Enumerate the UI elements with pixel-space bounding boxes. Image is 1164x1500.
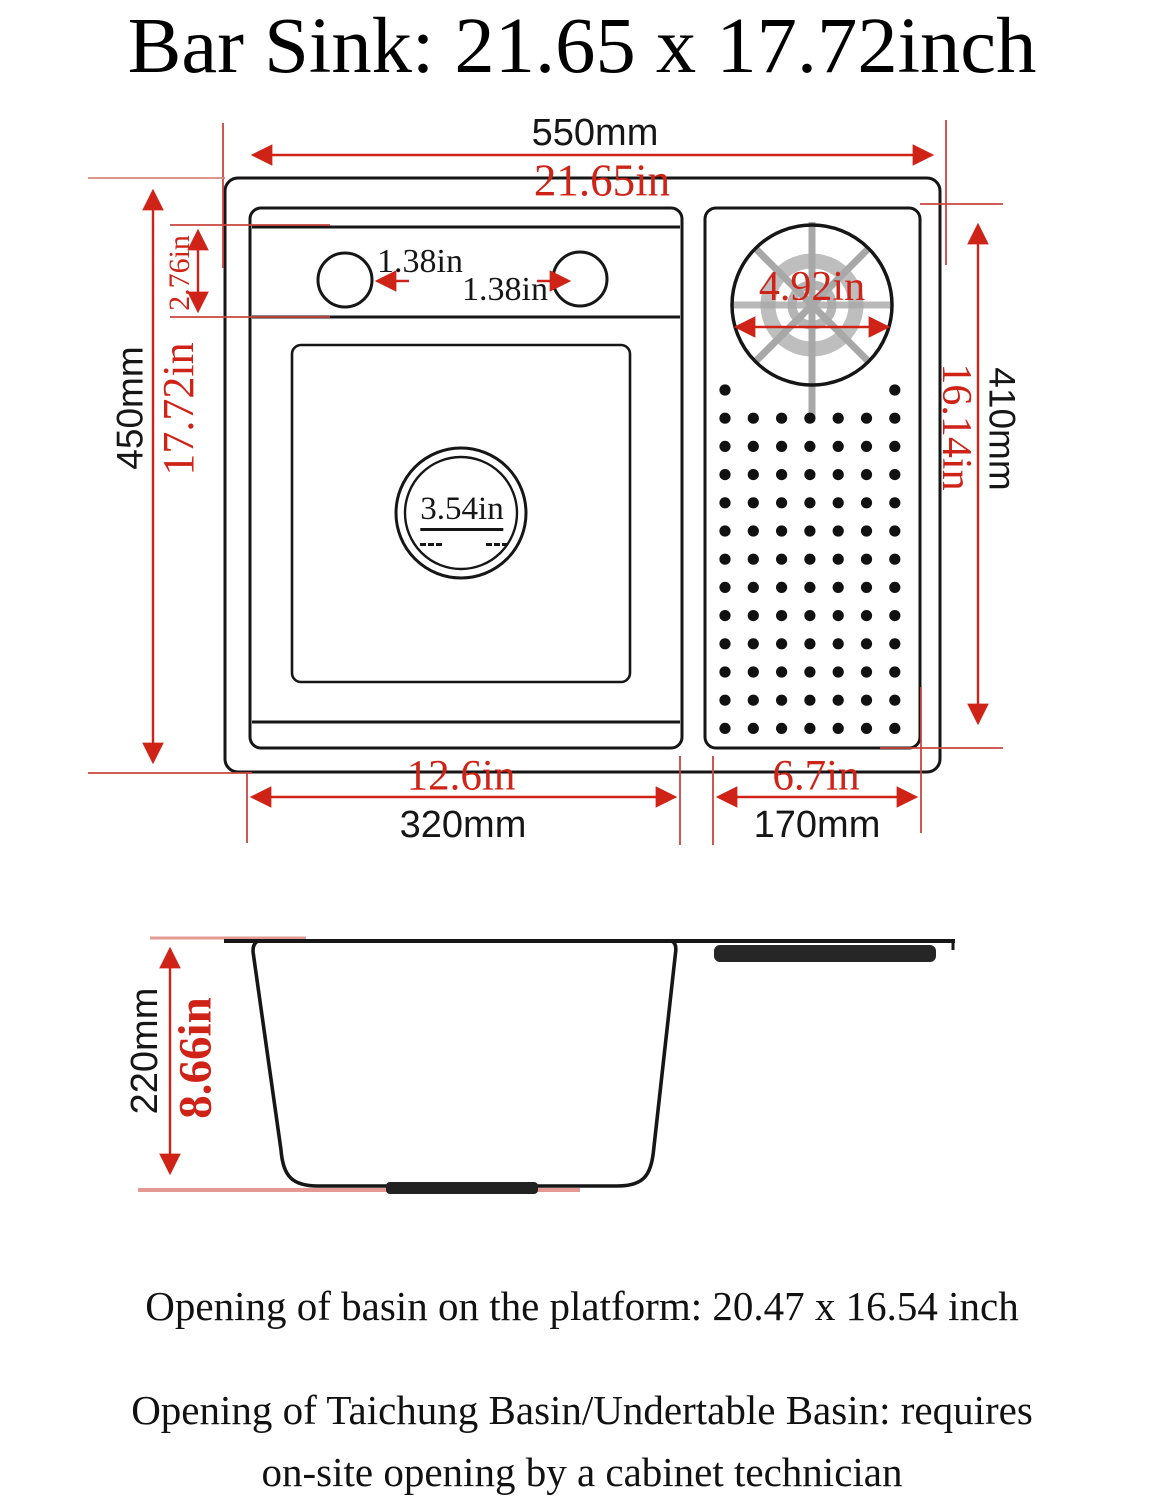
- drain-stub: [386, 1182, 538, 1194]
- label-faucet-hole-left: 1.38in: [377, 243, 463, 280]
- extension-lines: [88, 120, 1003, 845]
- faucet-hole-left: [316, 251, 374, 309]
- label-deck-depth-in: 2.76in: [163, 235, 196, 311]
- label-overall-depth-mm: 450mm: [109, 346, 151, 470]
- cup-rinser-outline: [730, 223, 894, 387]
- page-title: Bar Sink: 21.65 x 17.72inch: [127, 3, 1037, 90]
- drainboard-compartment: [703, 206, 922, 750]
- drainboard-ledge: [714, 945, 936, 962]
- label-basin-width-mm: 320mm: [399, 804, 527, 846]
- cup-rinser: [731, 222, 893, 418]
- top-view-drawing: [223, 176, 942, 774]
- label-side-depth-mm: 220mm: [124, 987, 166, 1115]
- drain-dash-left: [420, 543, 442, 546]
- sink-outer-rim: [223, 176, 942, 774]
- label-drainboard-width-mm: 170mm: [753, 804, 881, 846]
- basin-cross-section: [251, 939, 678, 1188]
- basin-compartment: [248, 206, 684, 750]
- label-overall-width-mm: 550mm: [531, 112, 659, 154]
- dimension-arrows: [142, 144, 989, 1176]
- label-side-depth-in: 8.66in: [169, 997, 222, 1119]
- label-drainboard-width-in: 6.7in: [772, 752, 860, 800]
- label-drainboard-depth-in: 16.14in: [933, 363, 979, 491]
- note-undertable-line2: on-site opening by a cabinet technician: [261, 1449, 903, 1495]
- side-view-drawing: [138, 936, 955, 1194]
- note-undertable-line1: Opening of Taichung Basin/Undertable Bas…: [131, 1387, 1033, 1433]
- label-faucet-hole-right: 1.38in: [462, 271, 548, 308]
- label-basin-width-in: 12.6in: [406, 752, 516, 800]
- drain-dash-right: [486, 543, 508, 546]
- drain-hole: [394, 446, 528, 580]
- label-drain-diameter: 3.54in: [420, 493, 504, 531]
- label-overall-depth-in: 17.72in: [154, 342, 203, 476]
- note-platform-opening: Opening of basin on the platform: 20.47 …: [145, 1283, 1019, 1329]
- label-cup-rinser-diameter: 4.92in: [758, 264, 866, 310]
- basin-inner-wall: [290, 343, 632, 684]
- label-drainboard-depth-mm: 410mm: [981, 367, 1023, 491]
- drainboard-perforations: [719, 384, 901, 735]
- faucet-hole-right: [551, 250, 609, 308]
- label-overall-width-in: 21.65in: [533, 155, 671, 206]
